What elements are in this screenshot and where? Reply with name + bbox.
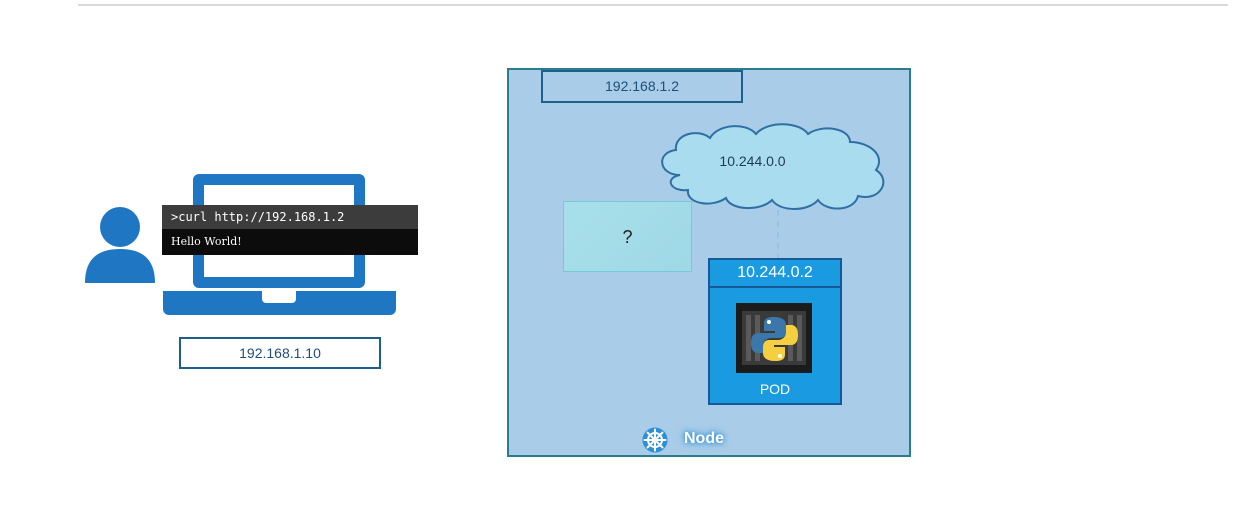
network-cloud-icon bbox=[661, 123, 885, 210]
laptop-notch bbox=[262, 291, 296, 303]
pod-ip-box: 10.244.0.2 bbox=[708, 258, 842, 288]
kubernetes-helm-icon bbox=[642, 427, 668, 453]
unknown-component-box: ? bbox=[563, 201, 692, 272]
pod-label: POD bbox=[759, 381, 791, 397]
client-ip-box: 192.168.1.10 bbox=[179, 337, 381, 369]
node-ip-box: 192.168.1.2 bbox=[541, 70, 743, 103]
terminal-output: Hello World! bbox=[162, 229, 418, 255]
node-label: Node bbox=[684, 430, 724, 447]
terminal-window: >curl http://192.168.1.2 Hello World! bbox=[162, 205, 418, 255]
terminal-command: >curl http://192.168.1.2 bbox=[162, 205, 418, 229]
user-icon bbox=[85, 207, 155, 283]
network-cloud-label: 10.244.0.0 bbox=[719, 153, 786, 169]
python-container-icon bbox=[736, 303, 812, 373]
cloud-pod-connector bbox=[777, 210, 779, 260]
top-divider bbox=[78, 4, 1228, 6]
